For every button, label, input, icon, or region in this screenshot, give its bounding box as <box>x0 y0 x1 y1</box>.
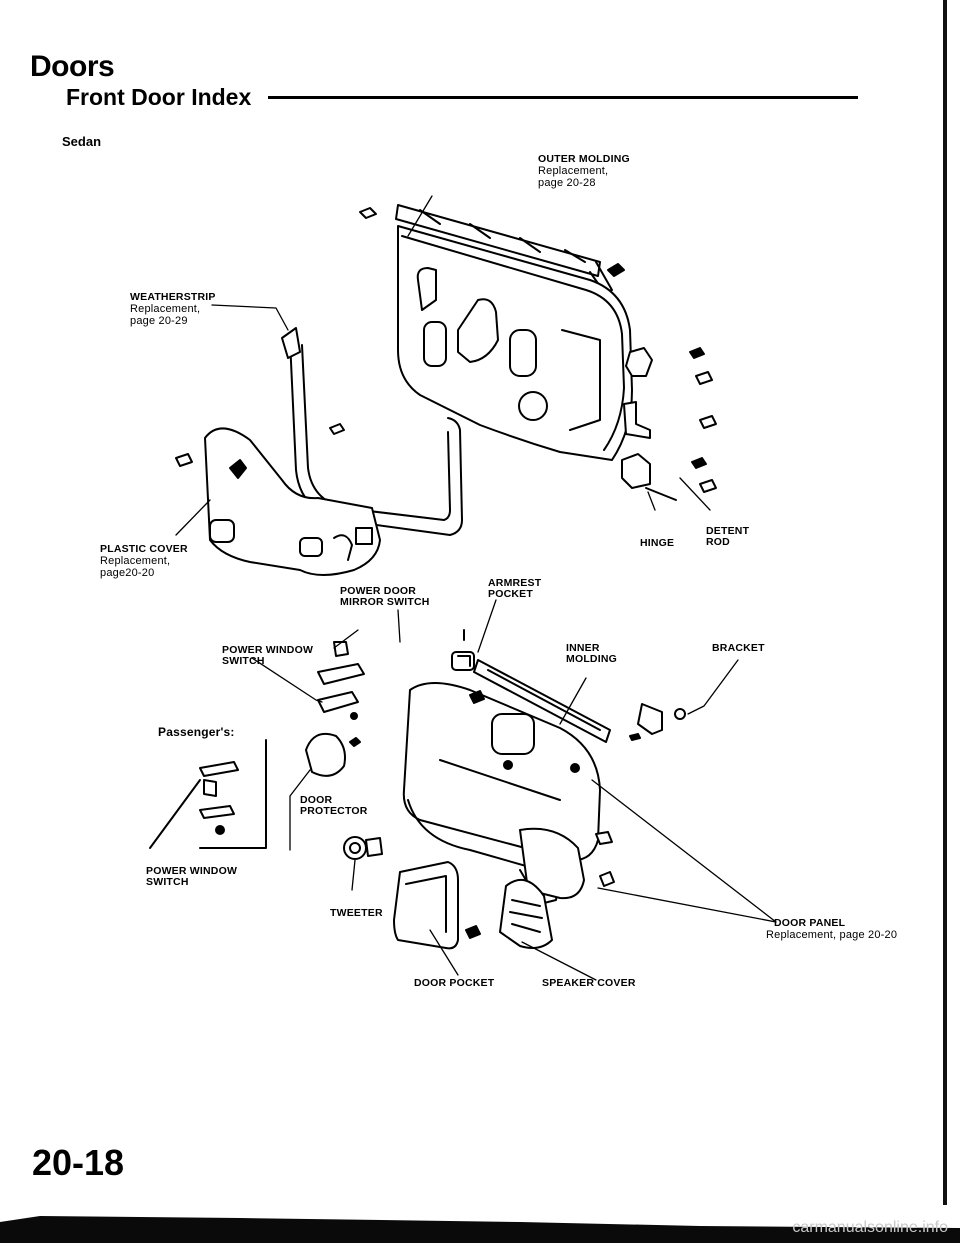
shell-clips-part <box>359 207 625 277</box>
passenger-power-window-switch-label: POWER WINDOW SWITCH <box>146 865 238 888</box>
detent-rod-label: DETENT ROD <box>706 525 750 548</box>
door-panel-part <box>402 682 601 905</box>
plastic-cover-part <box>204 427 381 576</box>
armrest-pocket-label: ARMREST POCKET <box>488 577 542 600</box>
door-pocket-label: DOOR POCKET <box>414 977 495 989</box>
weatherstrip-part <box>281 327 463 536</box>
hinge-part <box>621 347 677 501</box>
door-panel-label: DOOR PANEL Replacement, page 20-20 <box>766 917 898 942</box>
tweeter-part <box>343 836 383 860</box>
weatherstrip-label: WEATHERSTRIP Replacement, page 20-29 <box>130 291 216 328</box>
hinge-label: HINGE <box>640 537 675 549</box>
passenger-switch-part <box>149 739 267 849</box>
speaker-cover-label: SPEAKER COVER <box>542 977 636 989</box>
tweeter-label: TWEETER <box>330 907 383 919</box>
door-protector-part <box>305 732 361 777</box>
page-number: 20-18 <box>32 1142 125 1183</box>
bracket-label: BRACKET <box>712 642 765 654</box>
door-pocket-part <box>393 861 481 950</box>
hinge-bolts-part <box>689 347 717 493</box>
scan-bottom-edge <box>0 1216 960 1243</box>
leader-lines <box>175 195 777 981</box>
cover-clips-part <box>175 423 345 479</box>
plastic-cover-label: PLASTIC COVER Replacement, page20-20 <box>100 543 188 580</box>
door-panel-clips-part <box>469 690 615 887</box>
door-shell-part <box>397 225 633 461</box>
section-title: Front Door Index <box>66 84 252 110</box>
speaker-cover-part <box>499 878 553 949</box>
title-rule <box>268 96 858 99</box>
door-protector-label: DOOR PROTECTOR <box>300 794 368 817</box>
armrest-pocket-part <box>451 629 475 671</box>
bracket-part <box>629 703 686 741</box>
power-window-switch-label: POWER WINDOW SWITCH <box>222 644 314 667</box>
inner-molding-part <box>473 659 611 743</box>
switch-assembly-part <box>317 641 365 720</box>
variant-label: Sedan <box>62 134 102 149</box>
watermark: carmanualsonline.info <box>792 1219 948 1236</box>
outer-molding-part <box>395 204 613 293</box>
page-title: Doors <box>30 50 115 83</box>
outer-molding-label: OUTER MOLDING Replacement, page 20-28 <box>538 153 630 190</box>
inner-molding-label: INNER MOLDING <box>566 642 617 665</box>
passengers-label: Passenger's: <box>158 725 235 739</box>
power-door-mirror-switch-label: POWER DOOR MIRROR SWITCH <box>340 585 430 608</box>
page-edge-border <box>943 0 947 1205</box>
